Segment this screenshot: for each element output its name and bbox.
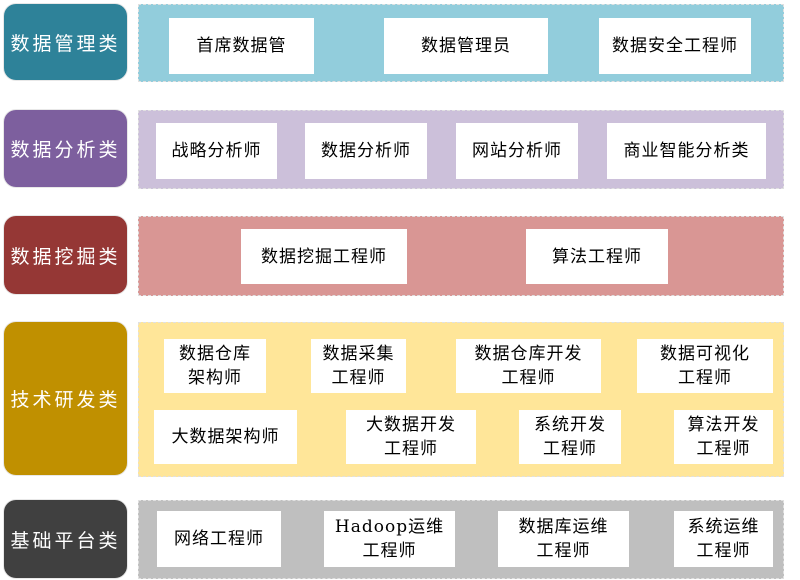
role-box: 战略分析师 bbox=[156, 123, 277, 179]
role-box: 系统开发 工程师 bbox=[519, 410, 621, 464]
role-box: 数据挖掘工程师 bbox=[241, 229, 407, 284]
panel-data-analysis: 战略分析师 数据分析师 网站分析师 商业智能分析类 bbox=[138, 110, 784, 189]
category-data-management: 数据管理类 bbox=[4, 4, 127, 80]
panel-data-mining: 数据挖掘工程师 算法工程师 bbox=[138, 216, 784, 296]
role-box: 数据可视化 工程师 bbox=[637, 339, 773, 393]
role-box: 系统运维 工程师 bbox=[674, 511, 773, 567]
panel-tech-rd: 数据仓库 架构师 数据采集 工程师 数据仓库开发 工程师 数据可视化 工程师 大… bbox=[138, 322, 784, 477]
role-box: 数据分析师 bbox=[305, 123, 427, 179]
role-box: 商业智能分析类 bbox=[607, 123, 766, 179]
category-tech-rd: 技术研发类 bbox=[4, 322, 127, 475]
role-box: 网站分析师 bbox=[456, 123, 578, 179]
category-data-mining: 数据挖掘类 bbox=[4, 216, 127, 294]
role-box: 数据仓库 架构师 bbox=[164, 339, 266, 393]
role-box: 算法开发 工程师 bbox=[674, 410, 773, 464]
role-box: Hadoop运维 工程师 bbox=[324, 511, 455, 567]
panel-infrastructure: 网络工程师 Hadoop运维 工程师 数据库运维 工程师 系统运维 工程师 bbox=[138, 500, 784, 579]
role-box: 数据库运维 工程师 bbox=[498, 511, 629, 567]
role-box: 数据安全工程师 bbox=[599, 18, 751, 74]
role-box: 算法工程师 bbox=[526, 229, 668, 284]
role-box: 大数据架构师 bbox=[154, 410, 297, 464]
category-data-analysis: 数据分析类 bbox=[4, 110, 127, 187]
role-box: 数据采集 工程师 bbox=[311, 339, 406, 393]
role-box: 数据管理员 bbox=[384, 18, 548, 74]
panel-data-management: 首席数据管 数据管理员 数据安全工程师 bbox=[138, 4, 784, 82]
role-box: 网络工程师 bbox=[157, 511, 281, 567]
role-box: 首席数据管 bbox=[169, 18, 314, 74]
role-box: 大数据开发 工程师 bbox=[346, 410, 476, 464]
role-box: 数据仓库开发 工程师 bbox=[456, 339, 601, 393]
category-infrastructure: 基础平台类 bbox=[4, 500, 127, 578]
